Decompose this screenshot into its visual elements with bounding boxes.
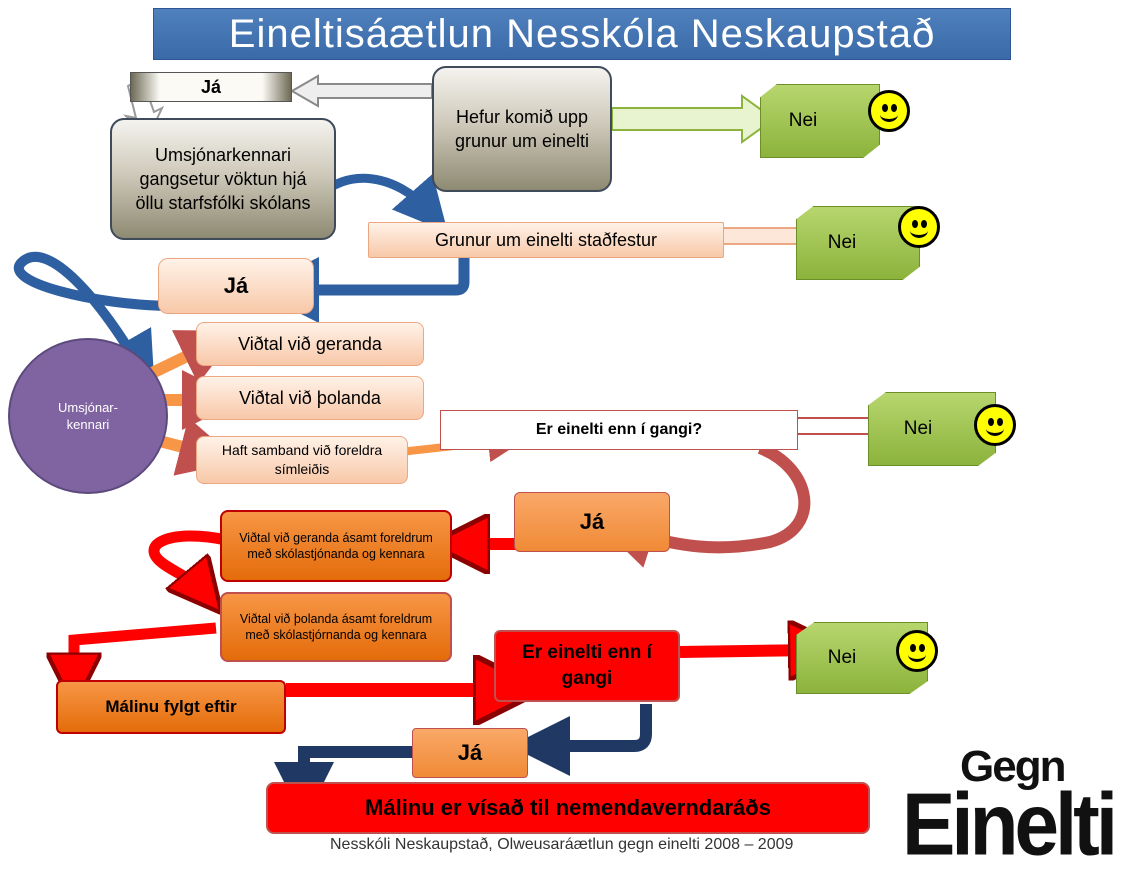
- arrow-victim-to-followup: [74, 622, 217, 680]
- arrow-still-2-to-nei-4: [679, 650, 818, 652]
- still-bullying-box-2: Er einelti enn í gangi: [494, 630, 680, 702]
- arrow-to-nei-1: [611, 94, 776, 144]
- still-bullying-label-1: Er einelti enn í gangi?: [535, 421, 703, 438]
- interview-perpetrator-box: Viðtal við geranda: [196, 322, 424, 366]
- nei-label-3: Nei: [903, 418, 933, 439]
- smiley-face-icon: [896, 630, 938, 672]
- ja-label-1: Já: [200, 76, 222, 97]
- homeroom-teacher-circle: Umsjónar-kennari: [8, 338, 168, 494]
- interview-victim-box: Viðtal við þolanda: [196, 376, 424, 420]
- arrow-to-ja-1: [289, 74, 433, 108]
- anti-bullying-logo: Gegn Einelti: [902, 738, 1142, 873]
- nei-label-4: Nei: [827, 647, 857, 668]
- homeroom-monitoring-label: Umsjónarkennari gangsetur vöktun hjá öll…: [135, 145, 311, 213]
- logo-line-1: Gegn: [960, 742, 1066, 791]
- referral-box: Málinu er vísað til nemendaverndaráðs: [266, 782, 870, 834]
- ja-label-3: Já: [579, 509, 605, 534]
- interview-victim-parents-box: Viðtal við þolanda ásamt foreldrum með s…: [220, 592, 452, 662]
- follow-up-label: Málinu fylgt eftir: [105, 697, 237, 716]
- arrow-ja-4-to-referral: [274, 746, 412, 822]
- interview-perpetrator-parents-label: Viðtal við geranda ásamt foreldrum með s…: [239, 531, 433, 561]
- referral-label: Málinu er vísað til nemendaverndaráðs: [365, 795, 771, 820]
- ja-box-4: Já: [412, 728, 528, 778]
- homeroom-teacher-label: Umsjónar-kennari: [58, 400, 118, 432]
- still-bullying-label-2: Er einelti enn í gangi: [522, 642, 652, 689]
- arrow-perp-to-victim-parents: [148, 530, 228, 592]
- ja-box-3: Já: [514, 492, 670, 552]
- arrow-confirmed-to-ja-2: [253, 257, 470, 323]
- interview-perpetrator-label: Viðtal við geranda: [238, 333, 382, 354]
- ja-box-2: Já: [158, 258, 314, 314]
- ja-label-4: Já: [457, 740, 483, 765]
- logo-line-2: Einelti: [902, 775, 1118, 873]
- ja-label-2: Já: [223, 273, 249, 298]
- page-title: Eineltisáætlun Nesskóla Neskaupstað: [153, 8, 1011, 60]
- follow-up-box: Málinu fylgt eftir: [56, 680, 286, 734]
- nei-label-1: Nei: [788, 110, 818, 131]
- smiley-face-icon: [868, 90, 910, 132]
- contact-parents-box: Haft samband við foreldra símleiðis: [196, 436, 408, 484]
- suspicion-question-label: Hefur komið upp grunur um einelti: [454, 107, 590, 151]
- interview-victim-label: Viðtal við þolanda: [239, 387, 381, 408]
- smiley-face-icon: [898, 206, 940, 248]
- interview-victim-parents-label: Viðtal við þolanda ásamt foreldrum með s…: [239, 612, 433, 642]
- nei-box-1: Nei: [760, 84, 880, 158]
- still-bullying-box-1: Er einelti enn í gangi?: [440, 410, 798, 450]
- arrow-still-2-to-ja-4: [510, 704, 652, 776]
- suspicion-question-box: Hefur komið upp grunur um einelti: [432, 66, 612, 192]
- arrow-still-1-to-ja-3: [595, 442, 811, 568]
- smiley-face-icon: [974, 404, 1016, 446]
- ja-box-1: Já: [130, 72, 292, 102]
- arrow-ja-2-to-teacher: [14, 251, 171, 394]
- suspicion-confirmed-label: Grunur um einelti staðfestur: [434, 229, 658, 250]
- suspicion-confirmed-box: Grunur um einelti staðfestur: [368, 222, 724, 258]
- homeroom-monitoring-box: Umsjónarkennari gangsetur vöktun hjá öll…: [110, 118, 336, 240]
- interview-perpetrator-parents-box: Viðtal við geranda ásamt foreldrum með s…: [220, 510, 452, 582]
- nei-label-2: Nei: [827, 232, 857, 253]
- footer-text: Nesskóli Neskaupstað, Olweusaráætlun geg…: [330, 836, 794, 853]
- contact-parents-label: Haft samband við foreldra símleiðis: [221, 442, 383, 477]
